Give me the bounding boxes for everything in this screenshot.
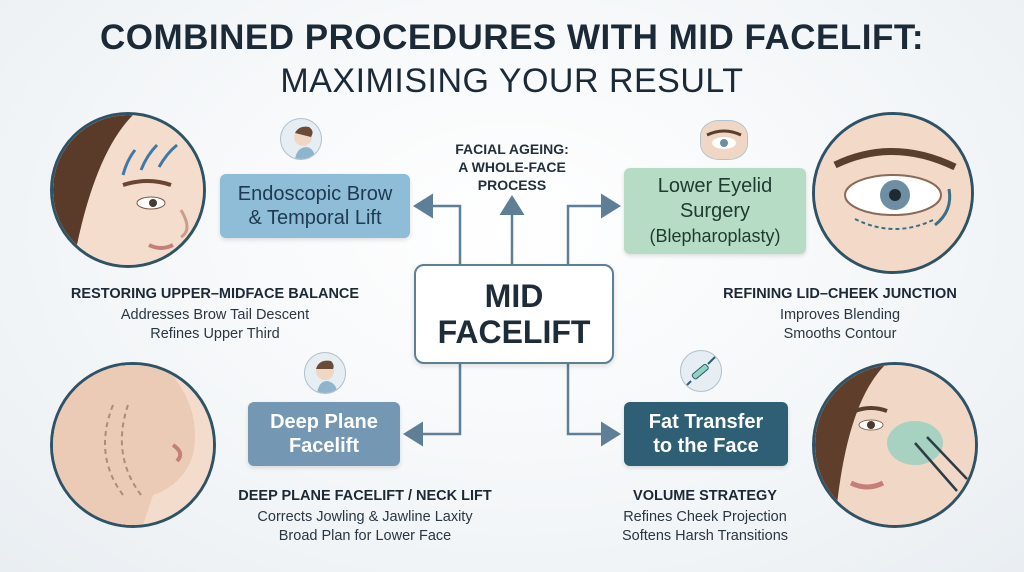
brow-portrait <box>50 112 206 268</box>
fat-transfer-portrait <box>812 362 978 528</box>
block-line: Refines Cheek Projection <box>623 509 787 525</box>
ageing-note: FACIAL AGEING: A WHOLE-FACE PROCESS <box>455 141 569 193</box>
block-heading: DEEP PLANE FACELIFT / NECK LIFT <box>238 488 492 504</box>
fat-transfer-box: Fat Transfer to the Face <box>624 402 788 466</box>
brow-lift-box: Endoscopic Brow & Temporal Lift <box>220 174 410 238</box>
block-lid-cheek: REFINING LID–CHEEK JUNCTION Improves Ble… <box>690 286 990 344</box>
center-box: MID FACELIFT <box>414 264 614 364</box>
block-line: Corrects Jowling & Jawline Laxity <box>257 509 473 525</box>
block-heading: RESTORING UPPER–MIDFACE BALANCE <box>70 286 360 302</box>
eyelid-surgery-sublabel: (Blepharoplasty) <box>649 225 781 246</box>
block-upper-midface: RESTORING UPPER–MIDFACE BALANCE Addresse… <box>30 286 400 344</box>
block-line: Improves Blending <box>779 307 901 323</box>
deep-plane-box: Deep Plane Facelift <box>248 402 400 466</box>
block-line: Smooths Contour <box>783 326 897 342</box>
page-title: COMBINED PROCEDURES WITH MID FACELIFT: <box>100 18 924 57</box>
block-neck-lift: DEEP PLANE FACELIFT / NECK LIFT Corrects… <box>210 488 520 546</box>
block-line: Addresses Brow Tail Descent <box>120 307 310 323</box>
profile-icon <box>304 352 346 394</box>
block-line: Broad Plan for Lower Face <box>278 528 452 544</box>
block-heading: REFINING LID–CHEEK JUNCTION <box>723 286 957 302</box>
eyelid-surgery-label: Lower Eyelid Surgery <box>657 174 773 222</box>
syringe-icon <box>680 350 722 392</box>
block-line: Refines Upper Third <box>150 326 280 342</box>
eyelid-surgery-box: Lower Eyelid Surgery (Blepharoplasty) <box>624 168 806 254</box>
center-label: MID FACELIFT <box>437 278 591 350</box>
neck-portrait <box>50 362 216 528</box>
eye-icon <box>700 120 748 160</box>
block-line: Softens Harsh Transitions <box>621 528 789 544</box>
eyelid-portrait <box>812 112 974 274</box>
arrow-to-eyelid <box>566 193 621 264</box>
block-heading: VOLUME STRATEGY <box>633 488 777 504</box>
arrow-to-brow <box>413 193 462 264</box>
block-volume-strategy: VOLUME STRATEGY Refines Cheek Projection… <box>590 488 820 546</box>
arrow-to-deep-plane <box>403 360 462 447</box>
face-icon <box>280 118 322 160</box>
page-subtitle: MAXIMISING YOUR RESULT <box>280 62 744 100</box>
arrow-to-fat-transfer <box>566 360 621 447</box>
